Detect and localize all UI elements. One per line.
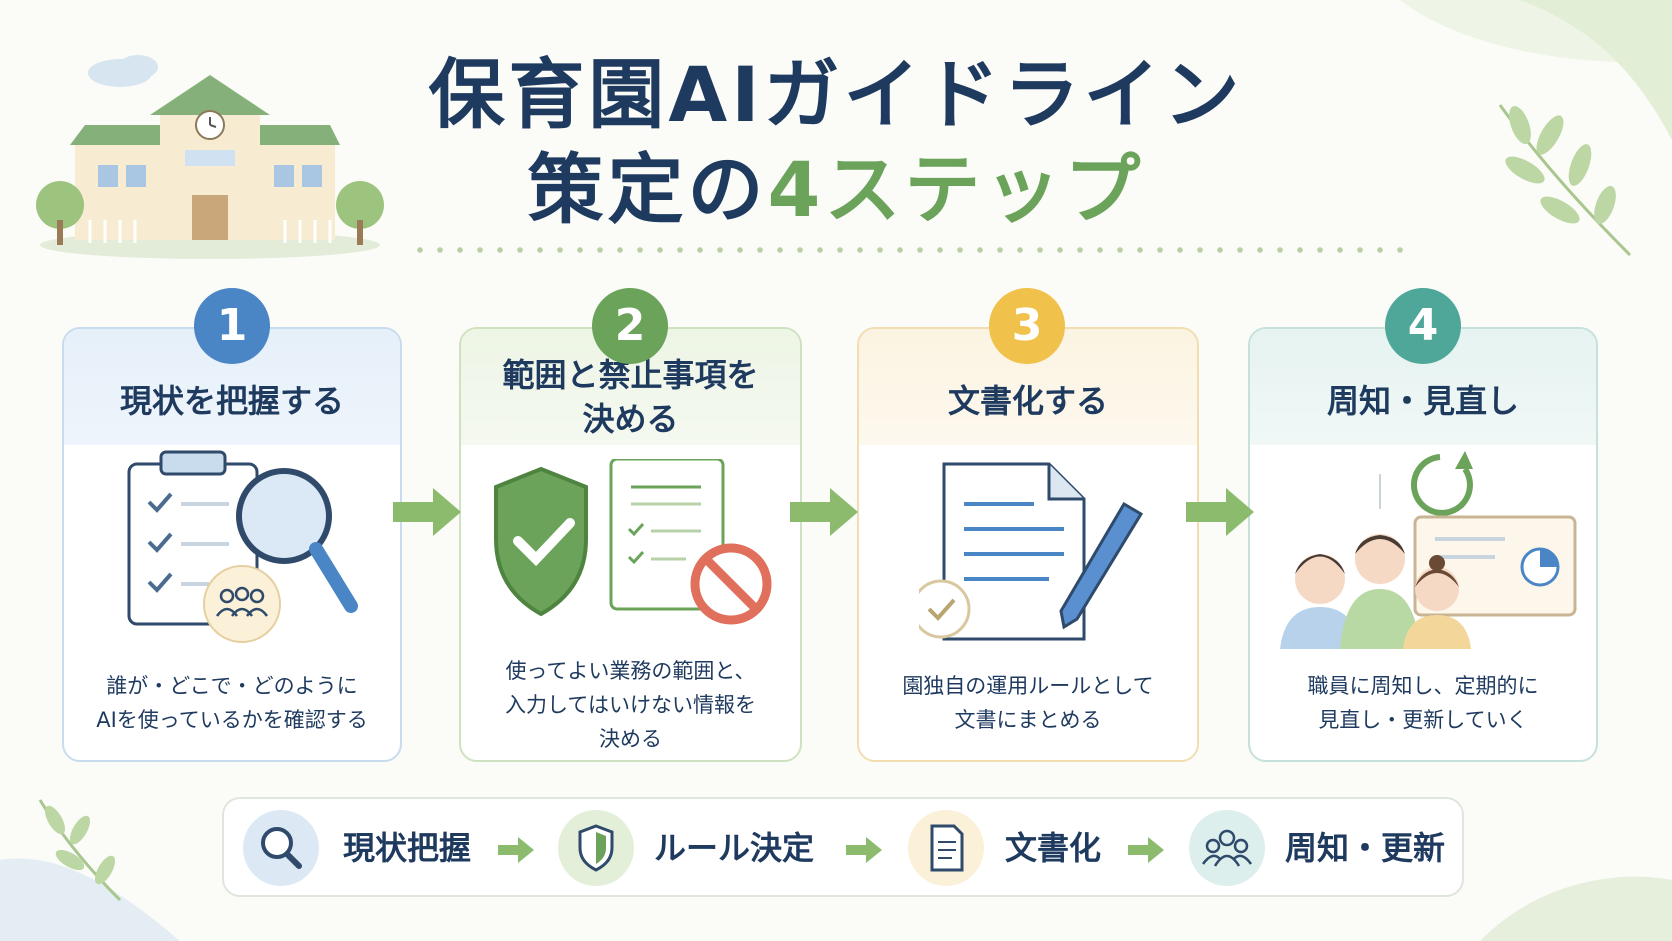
arrow-right-icon bbox=[393, 488, 461, 536]
subtitle-prefix: 策定の bbox=[527, 145, 768, 234]
step-title: 周知・見直し bbox=[1326, 382, 1519, 420]
document-icon bbox=[908, 810, 984, 886]
summary-label: ルール決定 bbox=[654, 829, 815, 867]
step-card-1: 現状を把握する 誰が・どこで・どのように AIを使っているかを確認する bbox=[62, 327, 402, 762]
arrow-right-icon bbox=[790, 488, 858, 536]
step-title: 範囲と禁止事項を 決める bbox=[502, 356, 759, 438]
document-pen-icon bbox=[919, 462, 1144, 641]
step-card-2: 範囲と禁止事項を 決める 使ってよい業務の範囲と、 入力してはいけない情報を 決… bbox=[459, 327, 802, 762]
step-card-3: 文書化する 園独自の運用ルールとして 文書にまとめる bbox=[857, 327, 1199, 762]
title-divider bbox=[410, 246, 1410, 254]
step-description: 誰が・どこで・どのように AIを使っているかを確認する bbox=[96, 674, 368, 732]
summary-label: 文書化 bbox=[1005, 829, 1102, 867]
shield-icon bbox=[558, 810, 634, 886]
arrow-right-icon bbox=[1186, 488, 1254, 536]
step-number-3: 3 bbox=[989, 288, 1065, 364]
arrow-right-icon bbox=[1128, 837, 1164, 863]
shield-document-prohibited-icon bbox=[494, 459, 772, 625]
step-number-1: 1 bbox=[194, 288, 270, 364]
people-icon bbox=[1189, 810, 1265, 886]
step-title: 現状を把握する bbox=[119, 382, 344, 420]
step-card-4: 周知・見直し 職員に周知し、定期的に 見直し・更新していく bbox=[1248, 327, 1598, 762]
step-description: 職員に周知し、定期的に 見直し・更新していく bbox=[1307, 674, 1539, 732]
page-subtitle: 策定の4ステップ bbox=[0, 145, 1672, 235]
step-title: 文書化する bbox=[947, 382, 1108, 420]
summary-label: 周知・更新 bbox=[1285, 829, 1446, 867]
page-title: 保育園AIガイドライン bbox=[428, 50, 1244, 139]
step-number-2: 2 bbox=[592, 288, 668, 364]
step-number-4: 4 bbox=[1385, 288, 1461, 364]
magnifier-icon bbox=[243, 810, 319, 886]
step-description: 使ってよい業務の範囲と、 入力してはいけない情報を 決める bbox=[505, 659, 756, 751]
leaf-branch-decoration bbox=[1498, 104, 1632, 257]
arrow-right-icon bbox=[846, 837, 882, 863]
subtitle-step-count: 4 bbox=[767, 145, 825, 234]
arrow-right-icon bbox=[498, 837, 534, 863]
clipboard-magnifier-icon bbox=[127, 450, 358, 643]
leaf-branch-decoration bbox=[38, 799, 122, 902]
staff-review-icon bbox=[1280, 451, 1577, 649]
subtitle-suffix: ステップ bbox=[824, 145, 1145, 234]
step-description: 園独自の運用ルールとして 文書にまとめる bbox=[902, 674, 1154, 732]
summary-label: 現状把握 bbox=[343, 829, 472, 867]
nursery-school-illustration bbox=[36, 55, 384, 259]
